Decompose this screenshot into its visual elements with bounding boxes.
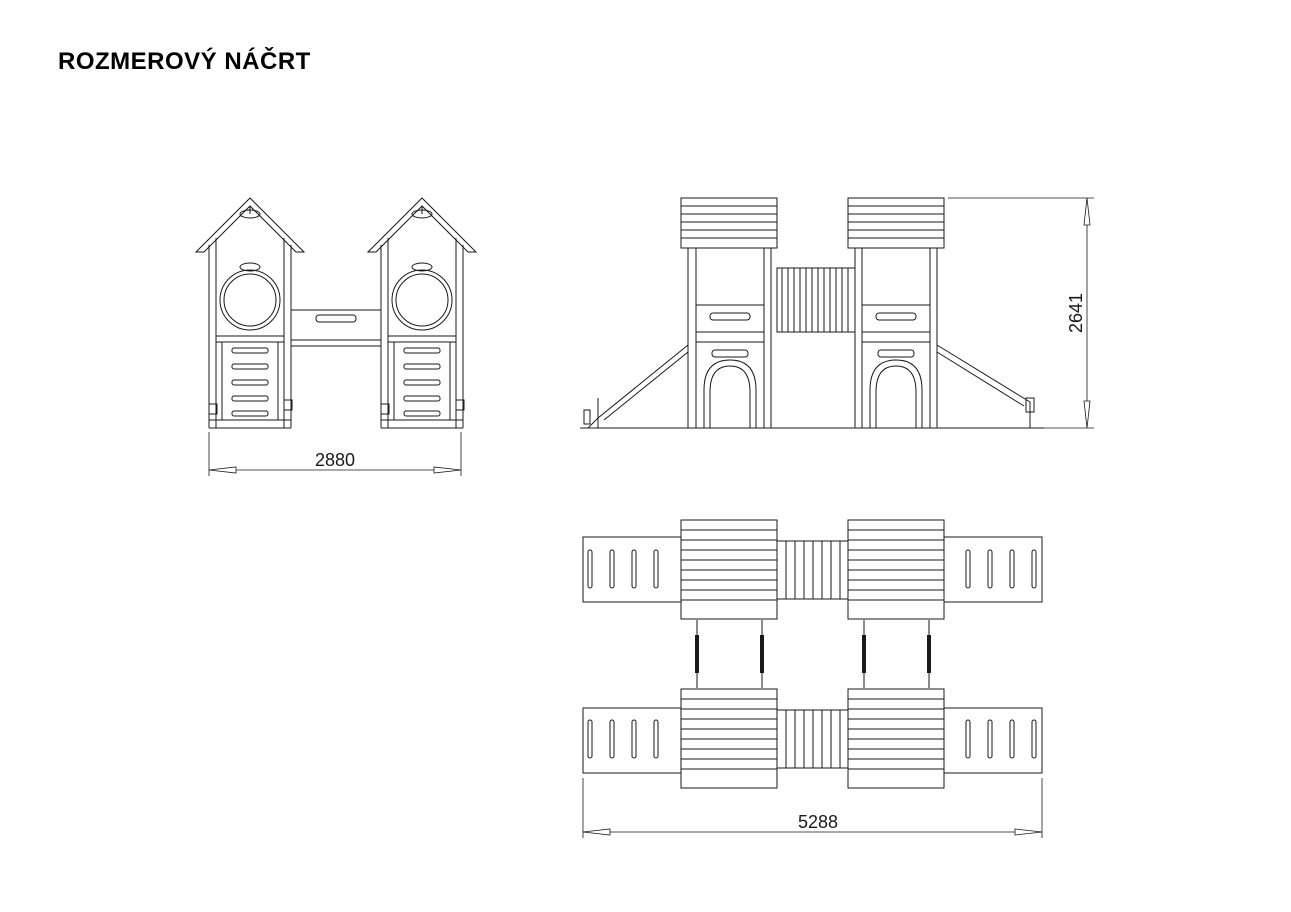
dimension-plan-width: 5288 (582, 778, 1043, 838)
side-ladder-right (936, 344, 1035, 428)
front-tower-right (366, 197, 478, 429)
dimension-label-front-width: 2880 (315, 450, 355, 470)
side-tower-left (680, 197, 778, 428)
plan-connectors (695, 620, 931, 688)
dimension-label-height: 2641 (1066, 293, 1086, 333)
front-tower-left (194, 197, 306, 429)
dimension-height: 2641 (948, 197, 1094, 429)
plan-view: 5288 (582, 519, 1043, 838)
side-view: 2641 (580, 197, 1094, 429)
front-view: 2880 (194, 197, 478, 476)
side-tower-right (847, 197, 945, 428)
side-ladder-left (583, 344, 689, 429)
front-bridge (290, 309, 382, 347)
dimension-label-plan-width: 5288 (798, 812, 838, 832)
plan-row-upper (582, 519, 1043, 620)
plan-row-lower (582, 688, 1043, 789)
dimension-front-width: 2880 (208, 432, 462, 476)
side-tunnel (776, 267, 856, 333)
page-title: ROZMEROVÝ NÁČRT (58, 48, 311, 75)
